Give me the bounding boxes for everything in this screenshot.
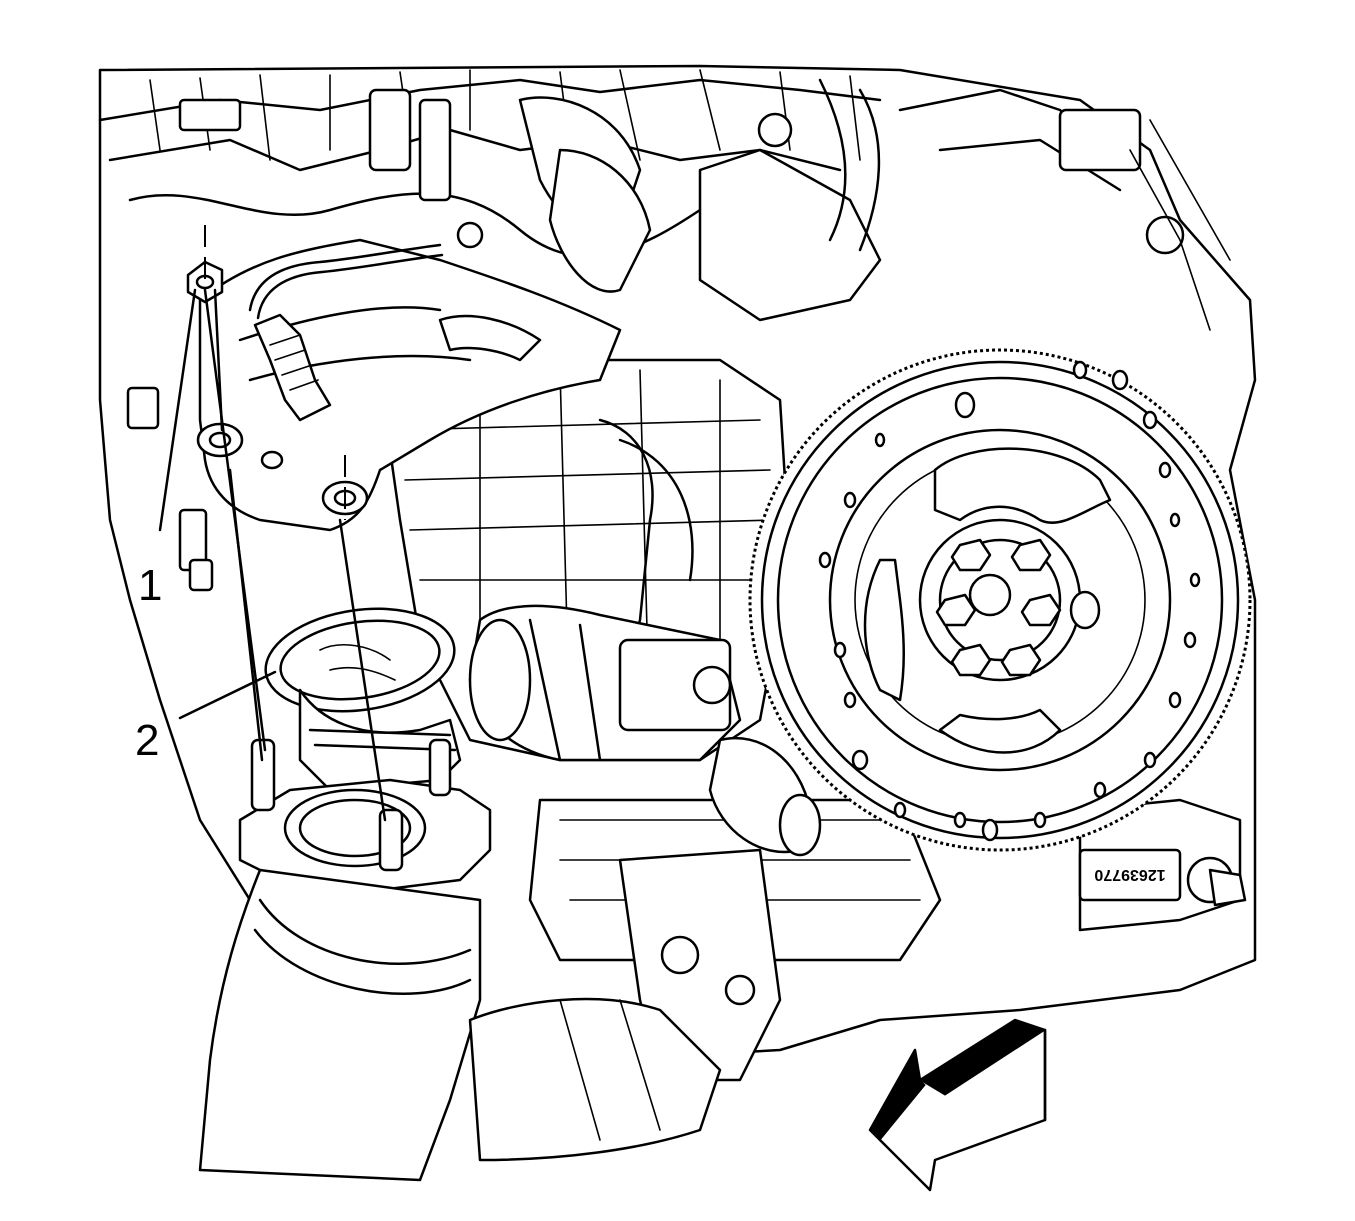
flywheel-bolt-pattern [935, 538, 1062, 677]
flywheel [748, 348, 1252, 852]
assembly-guide-lines [158, 225, 387, 822]
exhaust-pipe [198, 688, 722, 1182]
flywheel-holes [818, 360, 1201, 842]
oxygen-sensor [248, 243, 444, 422]
starter-motor [468, 604, 822, 857]
part-number-label: 12639770 [1094, 866, 1165, 883]
callout-1: 1 [138, 561, 162, 610]
callout-2: 2 [135, 716, 159, 765]
front-direction-arrow-icon [868, 1018, 1047, 1192]
part-number-stamp: 12639770 [1078, 848, 1182, 902]
